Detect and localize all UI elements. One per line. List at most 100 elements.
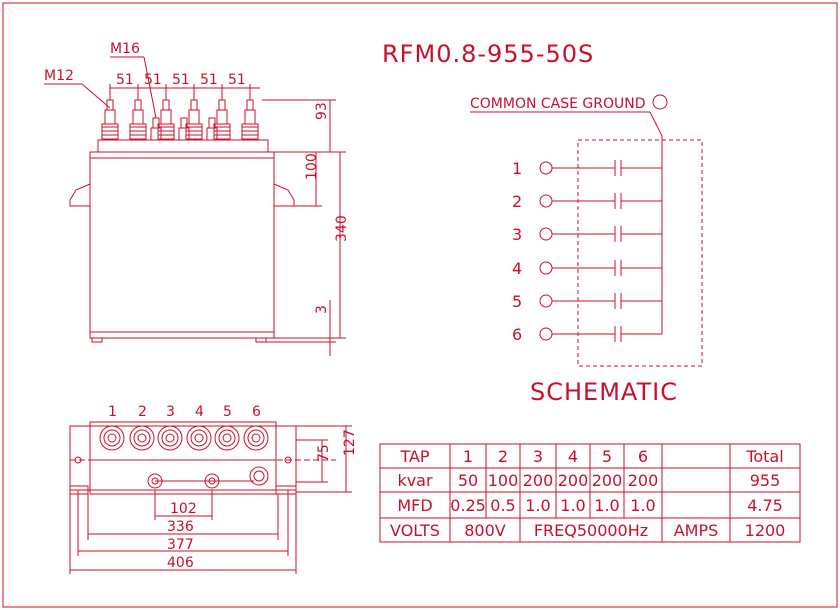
table-volts-cell: FREQ50000Hz xyxy=(534,521,648,540)
table-mfd-cell: 1.0 xyxy=(630,496,655,515)
terminal-icon xyxy=(539,327,553,341)
table-kvar-cell: 955 xyxy=(750,471,781,490)
table-kvar-cell: 100 xyxy=(488,471,519,490)
table-kvar-cell: 200 xyxy=(628,471,659,490)
table-header-cell: Total xyxy=(745,447,783,466)
terminal-number: 3 xyxy=(512,225,522,244)
bottom-terminal-number: 2 xyxy=(138,404,147,420)
bottom-view: 1 2 3 4 5 6 xyxy=(69,404,336,495)
table-mfd-cell: 4.75 xyxy=(747,496,783,515)
right-dimensions: 93 100 340 3 xyxy=(262,99,350,356)
bottom-terminal: 1 xyxy=(99,404,125,451)
ground-symbol xyxy=(652,94,668,110)
schematic-rows: 1 2 3 4 5 6 xyxy=(512,159,662,344)
dim-93: 93 xyxy=(314,102,330,120)
bottom-terminal: 2 xyxy=(129,404,155,451)
terminal-number: 1 xyxy=(512,159,522,178)
bottom-terminal-number: 3 xyxy=(166,404,175,420)
table-volts-cell: 800V xyxy=(464,521,506,540)
label-m16: M16 xyxy=(110,41,140,57)
m16-leader xyxy=(143,56,157,119)
terminal-icon xyxy=(539,261,553,275)
dim-51: 51 xyxy=(144,72,162,88)
dim-51: 51 xyxy=(116,72,134,88)
left-mount-ear xyxy=(69,183,91,207)
top-dimensions: 51 51 51 51 51 xyxy=(109,72,260,100)
table-header-cell: 6 xyxy=(638,447,648,466)
label-m12: M12 xyxy=(44,68,74,84)
drawing-title: RFM0.8-955-50S xyxy=(382,40,594,68)
terminal-icon xyxy=(539,161,553,175)
schematic-row: 6 xyxy=(512,325,662,344)
small-terminal xyxy=(206,117,218,141)
front-terminal xyxy=(213,99,231,141)
schematic-row: 5 xyxy=(512,292,662,311)
bottom-terminals: 1 2 3 4 5 6 xyxy=(99,404,269,451)
right-mount-ear xyxy=(273,183,295,207)
schematic-row: 1 xyxy=(512,159,662,178)
schematic-row: 3 xyxy=(512,225,662,244)
bottom-terminal-number: 1 xyxy=(108,404,117,420)
dim-102: 102 xyxy=(170,501,197,517)
terminal-number: 5 xyxy=(512,292,522,311)
small-terminal xyxy=(178,117,190,141)
terminal-number: 2 xyxy=(512,192,522,211)
table-mfd-cell: 0.25 xyxy=(450,496,486,515)
dim-336: 336 xyxy=(167,519,194,535)
bottom-plate xyxy=(69,425,297,491)
table-kvar-cell: 200 xyxy=(558,471,589,490)
dim-406: 406 xyxy=(167,555,194,571)
front-view xyxy=(69,99,295,343)
terminal-icon xyxy=(539,227,553,241)
terminal-number: 4 xyxy=(512,259,522,278)
front-terminal xyxy=(157,99,175,141)
table-mfd-cell: 1.0 xyxy=(525,496,550,515)
table-kvar-cell: 50 xyxy=(458,471,478,490)
table-kvar-cell: 200 xyxy=(592,471,623,490)
terminal-number: 6 xyxy=(512,325,522,344)
front-terminal xyxy=(101,99,119,141)
front-terminal xyxy=(241,99,259,141)
dim-51: 51 xyxy=(172,72,190,88)
dim-100: 100 xyxy=(304,153,320,180)
table-header-cell: 5 xyxy=(602,447,612,466)
bottom-terminal-number: 6 xyxy=(252,404,261,420)
schematic-title: SCHEMATIC xyxy=(530,378,678,406)
bottom-terminal: 3 xyxy=(157,404,183,451)
bottom-terminal: 4 xyxy=(186,404,212,451)
capacitor-body xyxy=(89,151,275,339)
bottom-terminal: 5 xyxy=(214,404,240,451)
dim-377: 377 xyxy=(167,537,194,553)
bottom-dimensions: 75 127 102 336 377 406 xyxy=(69,425,358,574)
table-header-cell: TAP xyxy=(399,447,429,466)
table-header-cell: 3 xyxy=(533,447,543,466)
table-mfd-cell: 1.0 xyxy=(594,496,619,515)
table-header-cell: 2 xyxy=(498,447,508,466)
table-header-cell: 4 xyxy=(568,447,578,466)
small-terminal xyxy=(150,117,162,141)
label-common-ground: COMMON CASE GROUND xyxy=(470,96,646,112)
table-volts-cell: VOLTS xyxy=(390,521,440,540)
table-mfd-cell: 0.5 xyxy=(490,496,515,515)
dim-127: 127 xyxy=(342,429,358,456)
dim-340: 340 xyxy=(334,215,350,242)
dim-51: 51 xyxy=(200,72,218,88)
bottom-terminal: 6 xyxy=(243,404,269,451)
front-terminal xyxy=(129,99,147,141)
dim-51: 51 xyxy=(228,72,246,88)
front-terminal xyxy=(185,99,203,141)
bottom-terminal-number: 4 xyxy=(195,404,204,420)
table-kvar-cell: 200 xyxy=(523,471,554,490)
dim-75: 75 xyxy=(316,444,332,462)
dim-3: 3 xyxy=(314,305,330,314)
m12-leader xyxy=(81,83,111,109)
terminal-icon xyxy=(539,294,553,308)
front-terminals xyxy=(101,99,259,141)
table-mfd-cell: MFD xyxy=(397,496,432,515)
bottom-terminal-number: 5 xyxy=(223,404,232,420)
table-volts-cell: 1200 xyxy=(745,521,786,540)
